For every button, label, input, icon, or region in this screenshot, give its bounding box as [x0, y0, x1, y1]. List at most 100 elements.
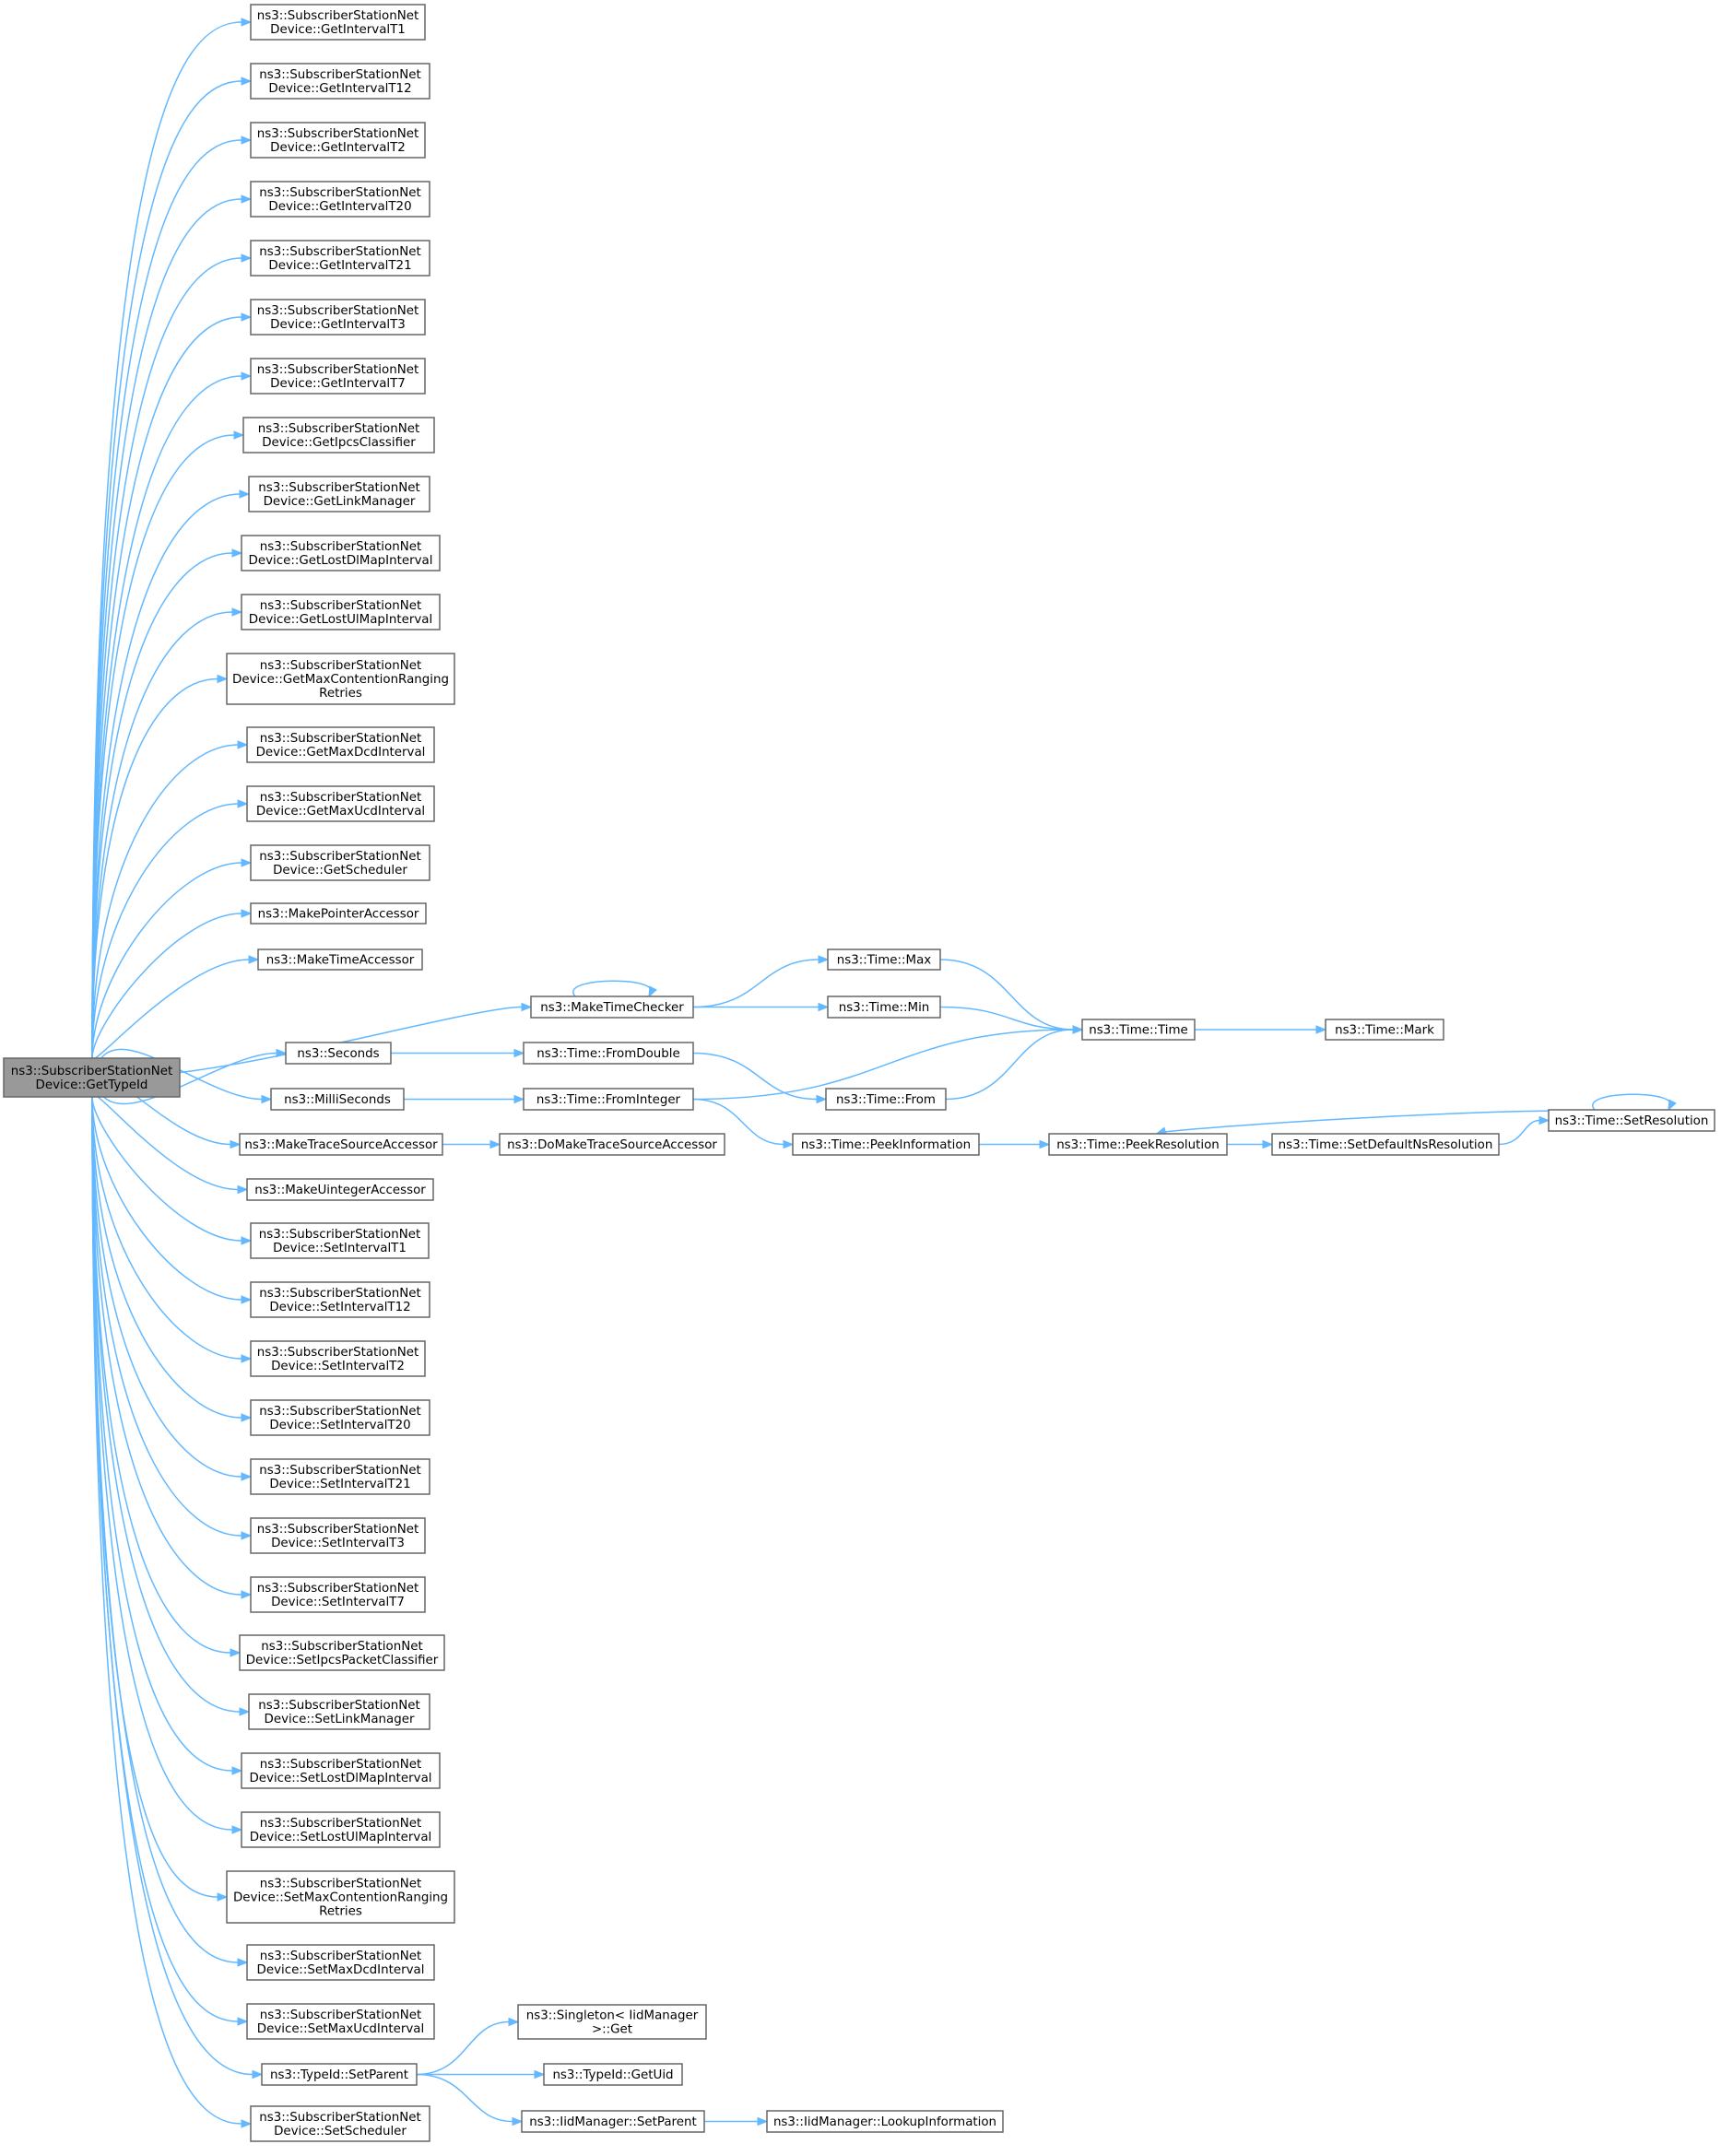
node-box: [530, 996, 694, 1019]
node-g1[interactable]: ns3::SubscriberStationNetDevice::GetInte…: [250, 4, 426, 41]
node-box: [250, 902, 427, 925]
node-g2[interactable]: ns3::SubscriberStationNetDevice::GetInte…: [250, 122, 426, 159]
node-box: [517, 2004, 707, 2040]
node-s1[interactable]: ns3::SubscriberStationNetDevice::SetInte…: [250, 1222, 430, 1259]
edge-root-to-slostul: [91, 1096, 243, 1834]
node-dotrace[interactable]: ns3::DoMakeTraceSourceAccessor: [499, 1133, 725, 1156]
node-label: ns3::SubscriberStationNet: [260, 1878, 421, 1891]
node-s20[interactable]: ns3::SubscriberStationNetDevice::SetInte…: [250, 1399, 430, 1436]
node-mkptr[interactable]: ns3::MakePointerAccessor: [250, 902, 427, 925]
node-millis[interactable]: ns3::MilliSeconds: [270, 1088, 405, 1111]
node-seconds[interactable]: ns3::Seconds: [285, 1042, 392, 1065]
node-tfromdouble[interactable]: ns3::Time::FromDouble: [523, 1042, 694, 1065]
node-smaxucd[interactable]: ns3::SubscriberStationNetDevice::SetMaxU…: [246, 2003, 435, 2040]
node-tmark[interactable]: ns3::Time::Mark: [1325, 1019, 1444, 1041]
edge-tfromdouble-to-tfrom: [692, 1052, 828, 1104]
node-gmaxucd[interactable]: ns3::SubscriberStationNetDevice::GetMaxU…: [246, 785, 435, 822]
node-box: [241, 535, 441, 571]
node-s2[interactable]: ns3::SubscriberStationNetDevice::SetInte…: [250, 1340, 426, 1377]
node-smaxcont[interactable]: ns3::SubscriberStationNetDevice::SetMaxC…: [226, 1870, 455, 1924]
node-gipcs[interactable]: ns3::SubscriberStationNetDevice::GetIpcs…: [242, 417, 435, 454]
node-slostul[interactable]: ns3::SubscriberStationNetDevice::SetLost…: [241, 1811, 441, 1848]
node-getuid[interactable]: ns3::TypeId::GetUid: [543, 2063, 683, 2086]
node-tmin[interactable]: ns3::Time::Min: [827, 996, 941, 1019]
node-tpeekres[interactable]: ns3::Time::PeekResolution: [1048, 1133, 1228, 1156]
node-label: ns3::SubscriberStationNet: [260, 659, 421, 673]
node-label: ns3::SubscriberStationNet: [260, 1758, 421, 1772]
node-s12[interactable]: ns3::SubscriberStationNetDevice::SetInte…: [250, 1281, 430, 1318]
node-mkuint[interactable]: ns3::MakeUintegerAccessor: [246, 1178, 434, 1201]
node-smaxdcd[interactable]: ns3::SubscriberStationNetDevice::SetMaxD…: [246, 1944, 435, 1981]
node-tmax[interactable]: ns3::Time::Max: [827, 948, 941, 971]
node-s3[interactable]: ns3::SubscriberStationNetDevice::SetInte…: [250, 1517, 426, 1554]
node-label: ns3::IidManager::SetParent: [529, 2115, 697, 2129]
node-label: ns3::SubscriberStationNet: [260, 1817, 421, 1831]
node-g7[interactable]: ns3::SubscriberStationNetDevice::GetInte…: [250, 358, 426, 395]
node-tfrom[interactable]: ns3::Time::From: [825, 1088, 947, 1111]
edge-tfrom-to-ttime: [945, 1025, 1084, 1101]
node-box: [250, 299, 426, 336]
node-box: [250, 2105, 430, 2142]
node-singget[interactable]: ns3::Singleton< IidManager>::Get: [517, 2004, 707, 2040]
edge-root-to-gsched: [91, 858, 253, 1059]
node-g20[interactable]: ns3::SubscriberStationNetDevice::GetInte…: [250, 181, 430, 218]
node-box: [246, 1178, 434, 1201]
edge-root-to-slostdl: [91, 1096, 243, 1775]
edge-root-to-s3: [91, 1096, 253, 1540]
node-ttime[interactable]: ns3::Time::Time: [1081, 1019, 1196, 1041]
node-g3[interactable]: ns3::SubscriberStationNetDevice::GetInte…: [250, 299, 426, 336]
node-gmaxdcd[interactable]: ns3::SubscriberStationNetDevice::GetMaxD…: [246, 726, 435, 763]
node-box: [250, 358, 426, 395]
node-gsched[interactable]: ns3::SubscriberStationNetDevice::GetSche…: [250, 844, 430, 881]
edge-root-to-s12: [91, 1096, 253, 1304]
node-tpeekinfo[interactable]: ns3::Time::PeekInformation: [792, 1133, 980, 1156]
node-label: ns3::Time::SetResolution: [1555, 1114, 1709, 1128]
node-box: [250, 844, 430, 881]
node-sipcs[interactable]: ns3::SubscriberStationNetDevice::SetIpcs…: [239, 1634, 445, 1671]
node-mktimeacc[interactable]: ns3::MakeTimeAccessor: [257, 948, 423, 971]
edge-root-to-setparent: [91, 1096, 264, 2079]
node-lookup[interactable]: ns3::IidManager::LookupInformation: [766, 2110, 1004, 2133]
node-layer: ns3::SubscriberStationNetDevice::GetType…: [3, 4, 1715, 2142]
node-label: ns3::Time::Mark: [1335, 1024, 1434, 1038]
node-s21[interactable]: ns3::SubscriberStationNetDevice::SetInte…: [250, 1458, 430, 1495]
node-label: Device::SetMaxUcdInterval: [257, 2022, 424, 2036]
node-label: ns3::Time::FromInteger: [536, 1093, 681, 1107]
edge-root-to-g3: [91, 312, 253, 1059]
node-gmaxcont[interactable]: ns3::SubscriberStationNetDevice::GetMaxC…: [226, 653, 455, 705]
node-tsetdef[interactable]: ns3::Time::SetDefaultNsResolution: [1271, 1133, 1500, 1156]
node-label: Device::SetLostDlMapInterval: [249, 1772, 431, 1785]
edge-root-to-mktimeacc: [91, 955, 260, 1060]
node-glostdl[interactable]: ns3::SubscriberStationNetDevice::GetLost…: [241, 535, 441, 571]
node-box: [827, 948, 941, 971]
node-box: [1048, 1133, 1228, 1156]
node-g12[interactable]: ns3::SubscriberStationNetDevice::GetInte…: [250, 63, 430, 100]
node-box: [250, 122, 426, 159]
node-label: ns3::SubscriberStationNet: [259, 1228, 420, 1242]
node-mktrace[interactable]: ns3::MakeTraceSourceAccessor: [239, 1133, 443, 1156]
edge-root-to-g1: [91, 18, 253, 1059]
node-tfromint[interactable]: ns3::Time::FromInteger: [523, 1088, 694, 1111]
node-root[interactable]: ns3::SubscriberStationNetDevice::GetType…: [3, 1057, 181, 1098]
node-box: [1548, 1109, 1715, 1132]
node-label: ns3::SubscriberStationNet: [260, 2009, 421, 2022]
node-label: ns3::Time::From: [836, 1093, 936, 1107]
node-label: ns3::SubscriberStationNet: [259, 1464, 420, 1478]
node-iidsetparent[interactable]: ns3::IidManager::SetParent: [521, 2110, 705, 2133]
node-glink[interactable]: ns3::SubscriberStationNetDevice::GetLink…: [248, 476, 430, 512]
node-glostul[interactable]: ns3::SubscriberStationNetDevice::GetLost…: [241, 594, 441, 630]
node-g21[interactable]: ns3::SubscriberStationNetDevice::GetInte…: [250, 240, 430, 277]
edge-root-to-s7: [91, 1096, 253, 1599]
node-box: [827, 996, 941, 1019]
node-box: [285, 1042, 392, 1065]
node-slink[interactable]: ns3::SubscriberStationNetDevice::SetLink…: [248, 1693, 430, 1730]
node-mktimechk[interactable]: ns3::MakeTimeChecker: [530, 996, 694, 1019]
node-box: [226, 1870, 455, 1924]
node-s7[interactable]: ns3::SubscriberStationNetDevice::SetInte…: [250, 1576, 426, 1613]
node-slostdl[interactable]: ns3::SubscriberStationNetDevice::SetLost…: [241, 1752, 441, 1789]
node-setparent[interactable]: ns3::TypeId::SetParent: [261, 2063, 418, 2086]
node-label: Device::GetLostUlMapInterval: [249, 613, 432, 627]
node-tsetres[interactable]: ns3::Time::SetResolution: [1548, 1109, 1715, 1132]
node-ssched[interactable]: ns3::SubscriberStationNetDevice::SetSche…: [250, 2105, 430, 2142]
edge-root-to-smaxucd: [91, 1096, 249, 2026]
